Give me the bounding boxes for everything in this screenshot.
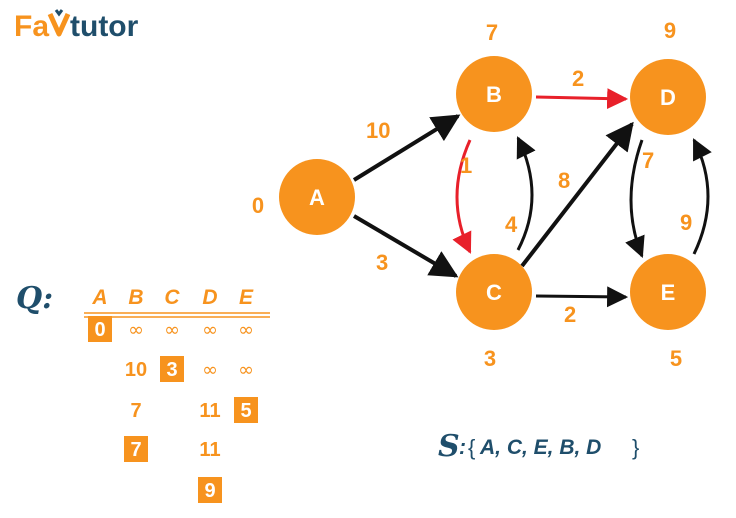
queue-header-c: C — [164, 286, 180, 309]
queue-cell-c: 3 — [166, 359, 177, 381]
weight-d-e: 7 — [642, 148, 654, 173]
queue-header-e: E — [239, 286, 254, 309]
queue-label: Q: — [16, 281, 53, 316]
queue-header-d: D — [202, 286, 217, 309]
weight-b-c: 1 — [460, 153, 472, 178]
queue-cell-d: 9 — [204, 480, 215, 502]
weight-e-d: 9 — [680, 210, 692, 235]
queue-rows: 0 ∞ ∞ ∞ ∞ 10 3 ∞ ∞ 7 11 5 7 11 9 — [88, 316, 258, 503]
visited-set-label: S — [438, 429, 460, 464]
queue-header-b: B — [128, 286, 143, 309]
node-d: D — [630, 59, 706, 135]
queue-cell-d: ∞ — [202, 319, 218, 341]
edge-weights: 10 3 2 1 4 8 2 7 9 — [366, 66, 692, 327]
visited-set-open-brace: { — [468, 435, 475, 460]
queue-cell-highlight-box — [234, 397, 258, 423]
dist-d: 9 — [664, 18, 676, 43]
logo-v-mark-icon — [47, 9, 71, 37]
queue-cell-e: 5 — [240, 400, 251, 422]
node-c: C — [456, 254, 532, 330]
weight-c-d: 8 — [558, 168, 570, 193]
edge-e-d — [692, 138, 712, 255]
visited-set-close-brace: } — [632, 435, 639, 460]
weight-b-d: 2 — [572, 66, 584, 91]
queue-row: 10 3 ∞ ∞ — [125, 356, 254, 382]
queue-row: 7 11 — [124, 436, 221, 462]
edge-a-c — [352, 214, 459, 278]
edge-c-b — [516, 136, 536, 251]
queue-cell-d: 11 — [199, 400, 220, 422]
queue-cell-b: ∞ — [128, 319, 144, 341]
logo: Fa tutor — [14, 9, 139, 43]
logo-text-fa: Fa — [14, 10, 49, 43]
dist-b: 7 — [486, 20, 498, 45]
visited-set-items: A, C, E, B, D — [479, 436, 601, 459]
queue-header-a: A — [91, 286, 107, 309]
queue-cell-e: ∞ — [238, 319, 254, 341]
edge-a-b — [352, 114, 461, 182]
queue-cell-c: ∞ — [164, 319, 180, 341]
node-e-label: E — [661, 280, 676, 305]
node-d-label: D — [660, 85, 676, 110]
node-e: E — [630, 254, 706, 330]
node-c-label: C — [486, 280, 502, 305]
edges — [352, 88, 712, 308]
queue-cell-highlight-box — [88, 316, 112, 342]
weight-c-e: 2 — [564, 302, 576, 327]
queue-cell-b: 7 — [130, 400, 141, 422]
node-a-label: A — [309, 185, 325, 210]
node-distances: 0 7 3 9 5 — [252, 18, 682, 371]
queue-row: 0 ∞ ∞ ∞ ∞ — [88, 316, 254, 342]
visited-set: S : { A, C, E, B, D } — [438, 429, 639, 464]
dist-c: 3 — [484, 346, 496, 371]
edge-b-d — [535, 88, 629, 110]
queue-cell-d: ∞ — [202, 359, 218, 381]
queue-cell-highlight-box — [198, 477, 222, 503]
queue-cell-highlight-box — [160, 356, 184, 382]
queue-row: 9 — [198, 477, 222, 503]
node-a: A — [279, 159, 355, 235]
queue-row: 7 11 5 — [130, 397, 258, 423]
weight-c-b: 4 — [505, 212, 518, 237]
node-b: B — [456, 56, 532, 132]
nodes: A B C D E — [279, 56, 706, 330]
queue-cell-d: 11 — [199, 439, 220, 461]
visited-set-separator: : — [459, 436, 466, 459]
weight-a-b: 10 — [366, 118, 390, 143]
queue-cell-highlight-box — [124, 436, 148, 462]
queue-cell-a: 0 — [94, 319, 105, 341]
dist-e: 5 — [670, 346, 682, 371]
edge-b-c — [452, 139, 472, 254]
weight-a-c: 3 — [376, 250, 388, 275]
queue-cell-e: ∞ — [238, 359, 254, 381]
dist-a: 0 — [252, 193, 264, 218]
queue-cell-b: 7 — [130, 439, 141, 461]
edge-c-d — [520, 121, 634, 268]
edge-d-e — [625, 139, 645, 258]
queue-cell-b: 10 — [125, 359, 147, 381]
logo-text-tutor: tutor — [70, 10, 139, 43]
edge-c-e — [535, 286, 629, 308]
node-b-label: B — [486, 82, 502, 107]
